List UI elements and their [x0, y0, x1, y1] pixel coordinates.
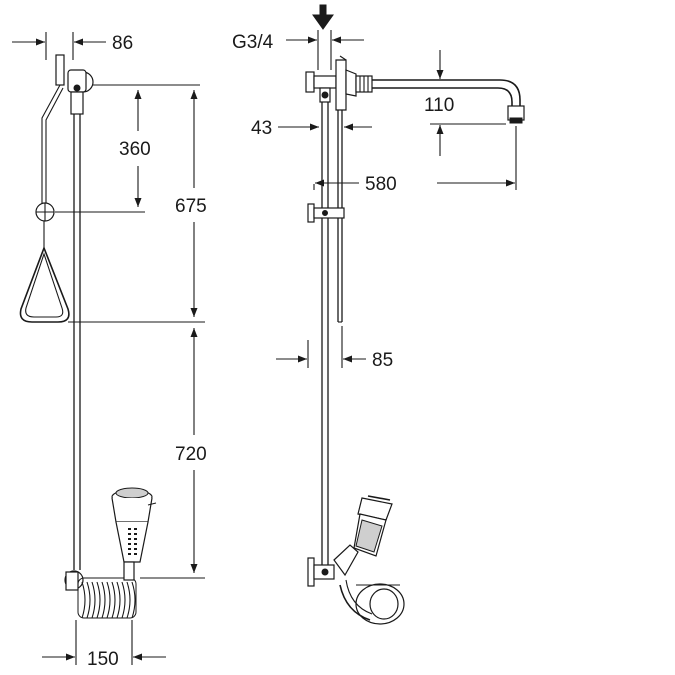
dim-label-720: 720 [175, 444, 207, 465]
hose-coil-loop [81, 581, 86, 619]
hose-coil-loop [111, 581, 116, 619]
dim-label-g34: G3/4 [232, 32, 274, 53]
side-view: G3/4 110 [232, 4, 525, 625]
top-valve-assembly [55, 54, 94, 115]
valve-outlet [70, 91, 84, 115]
dimension-g34: G3/4 [232, 30, 364, 70]
spray-grip-dot [128, 548, 131, 550]
dim-label-675: 675 [175, 196, 207, 217]
dim-label-360: 360 [119, 139, 151, 160]
hand-spray [111, 487, 157, 581]
spray-grip-dot [128, 543, 131, 545]
spray-grip-dot [128, 553, 131, 555]
spray-grip-dot [134, 553, 137, 555]
pull-rod [41, 84, 61, 205]
dim-label-85: 85 [372, 350, 393, 371]
dim-label-580: 580 [365, 174, 397, 195]
valve-spindle [73, 84, 81, 92]
hose-coil-loop [91, 581, 96, 619]
spray-grip-dot [128, 533, 131, 535]
dim-label-110: 110 [424, 95, 454, 116]
spray-grip-dot [134, 543, 137, 545]
inlet-arrow [312, 4, 334, 30]
dimension-580: 580 [313, 126, 517, 195]
dimension-150: 150 [42, 620, 166, 670]
hose-coil-loop [86, 581, 91, 619]
arm-pipe-top [372, 79, 521, 108]
dim-label-43: 43 [251, 118, 272, 139]
valve-lever [55, 54, 65, 86]
shower-arm [335, 55, 525, 124]
hose-coil-loop [131, 581, 136, 619]
spray-grip-dot [134, 538, 137, 540]
spray-grip-dot [128, 538, 131, 540]
hose-coil-loop [126, 581, 131, 619]
spray-grip-dot [134, 528, 137, 530]
valve-housing [335, 59, 347, 111]
hose-coil-loop [101, 581, 106, 619]
dim-label-150: 150 [87, 649, 119, 670]
pipe-clamp [307, 203, 345, 223]
hose-coil-loop [121, 581, 126, 619]
dimension-720: 720 [140, 328, 207, 579]
top-wall-flange [305, 71, 315, 93]
dimension-85: 85 [276, 326, 393, 371]
dimension-43: 43 [251, 118, 372, 139]
front-view: 86 360 675 720 [12, 32, 207, 670]
spray-grip-dot [134, 548, 137, 550]
dim-label-86: 86 [112, 33, 133, 54]
bottom-wall-flange [307, 557, 315, 587]
hose-coil-loop [116, 581, 121, 619]
spray-mount [333, 544, 359, 577]
spray-grip-dot [128, 528, 131, 530]
dimension-86: 86 [12, 32, 133, 60]
spiral-hose [77, 577, 137, 619]
bottom-assembly [307, 495, 405, 625]
hose-coil-loop [96, 581, 101, 619]
dimension-675: 675 [68, 90, 207, 323]
dimension-360: 360 [55, 84, 200, 213]
spray-handle [115, 521, 149, 563]
pull-handle-triangle [19, 245, 70, 323]
dimension-110: 110 [424, 50, 506, 156]
hose-coil-loop [106, 581, 111, 619]
spray-grip-dot [134, 533, 137, 535]
